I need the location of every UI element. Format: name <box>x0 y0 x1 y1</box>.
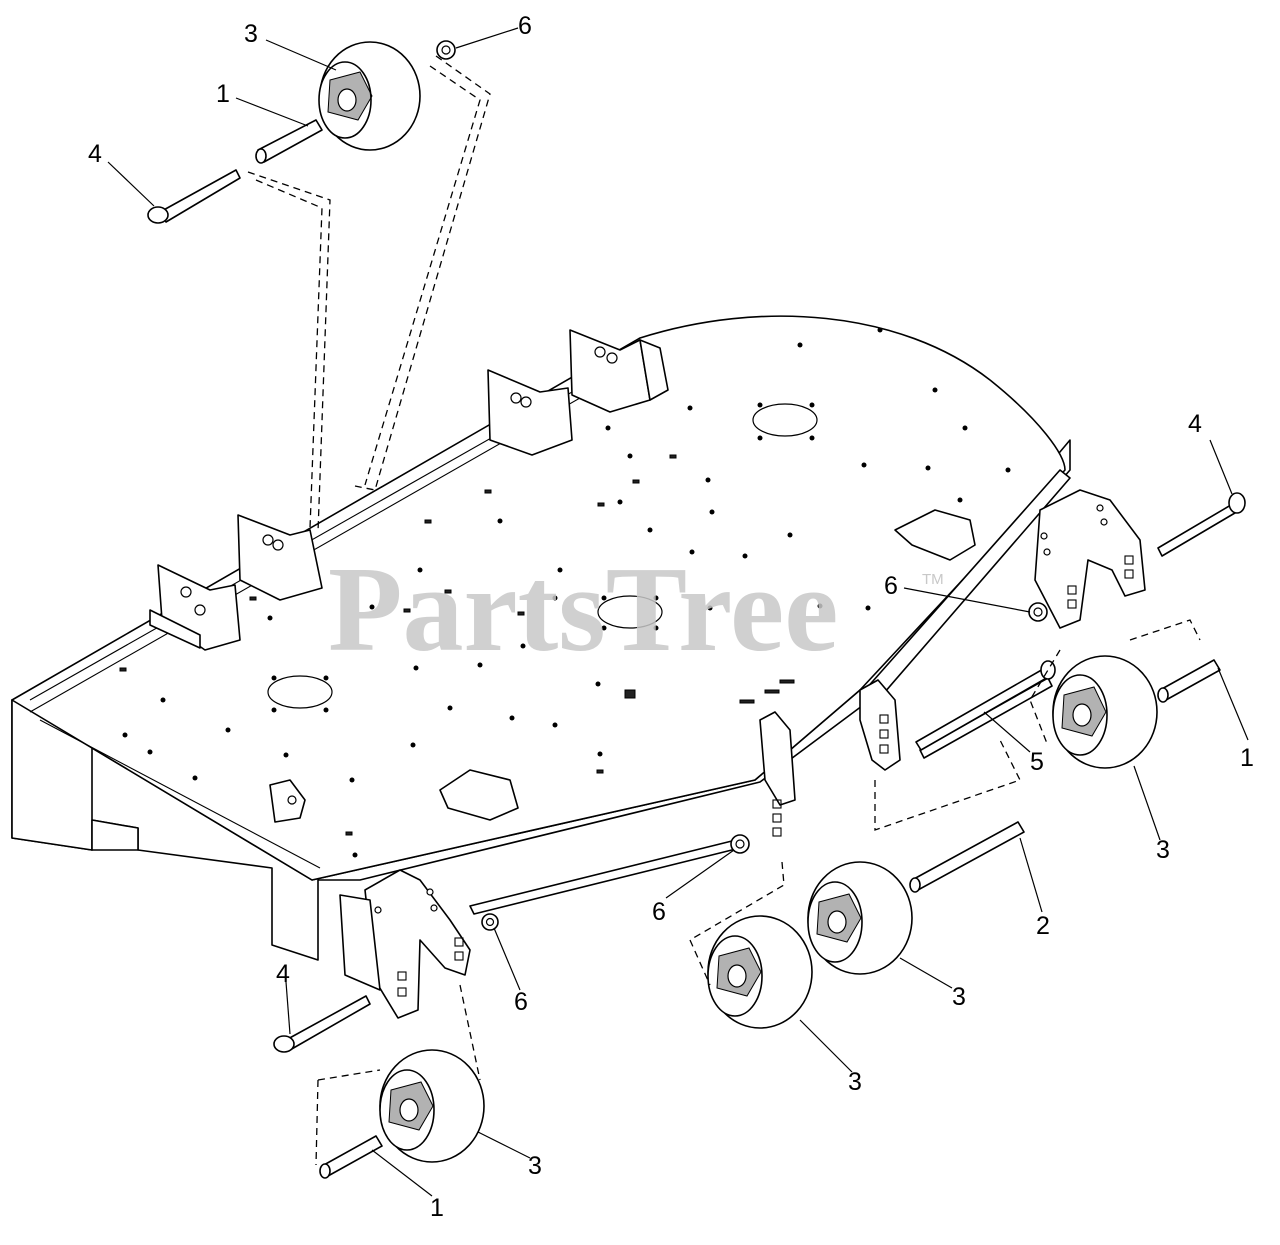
spacer-tube-left <box>319 1135 383 1179</box>
callout-bolt-top: 4 <box>88 140 102 168</box>
callout-bolt-right: 4 <box>1188 410 1202 438</box>
callout-nut-left: 6 <box>514 988 528 1016</box>
right-front-bracket <box>759 679 901 837</box>
left-front-bracket <box>339 869 471 1019</box>
callout-nut-top: 6 <box>518 12 532 40</box>
right-rear-bracket <box>1034 489 1146 629</box>
gauge-wheel-right <box>1052 655 1158 769</box>
carriage-bolt-right <box>1157 492 1246 557</box>
flange-nut-left <box>481 913 499 931</box>
carriage-bolt-top <box>147 169 241 224</box>
rear-bracket-3 <box>237 514 323 601</box>
assembly-lines <box>247 55 1201 1166</box>
callout-labels: 3 6 1 4 4 6 1 5 3 6 2 3 6 4 3 3 1 <box>88 12 1254 1222</box>
carriage-bolt-left <box>273 995 371 1053</box>
mower-deck <box>11 315 1146 1019</box>
callout-nut-middle: 6 <box>652 898 666 926</box>
partstree-watermark: PartsTree TM <box>328 542 944 677</box>
spacer-tube-right <box>1157 659 1221 703</box>
long-bolt-5 <box>915 660 1056 751</box>
callout-nut-right: 6 <box>884 572 898 600</box>
callout-long-bolt: 5 <box>1030 748 1044 776</box>
callout-leaders <box>107 27 1249 1197</box>
spacer-tube-top <box>255 119 323 164</box>
gauge-wheel-top <box>318 41 421 151</box>
callout-long-tube: 2 <box>1036 912 1050 940</box>
flange-nut-top <box>436 40 456 60</box>
callout-wheel-right: 3 <box>1156 836 1170 864</box>
gauge-wheel-front-right <box>807 861 913 975</box>
callout-tube-top: 1 <box>216 80 230 108</box>
callout-tube-left: 1 <box>430 1194 444 1222</box>
callout-wheel-front-middle: 3 <box>848 1068 862 1096</box>
gauge-wheel-front-left <box>379 1049 485 1163</box>
callout-wheel-top: 3 <box>244 20 258 48</box>
gauge-wheel-front-middle <box>707 915 813 1029</box>
rear-bracket-1 <box>569 329 669 413</box>
rear-bracket-2 <box>487 369 573 456</box>
flange-nut-right <box>1028 602 1048 622</box>
watermark-text: PartsTree <box>328 542 838 677</box>
rear-bracket-4 <box>149 564 241 651</box>
flange-nut-middle <box>730 834 750 854</box>
watermark-trademark: TM <box>922 571 944 588</box>
callout-bolt-left: 4 <box>276 960 290 988</box>
long-spacer-tube-2 <box>909 821 1025 893</box>
callout-wheel-front-left: 3 <box>528 1152 542 1180</box>
callout-wheel-front-right: 3 <box>952 983 966 1011</box>
callout-tube-right: 1 <box>1240 744 1254 772</box>
